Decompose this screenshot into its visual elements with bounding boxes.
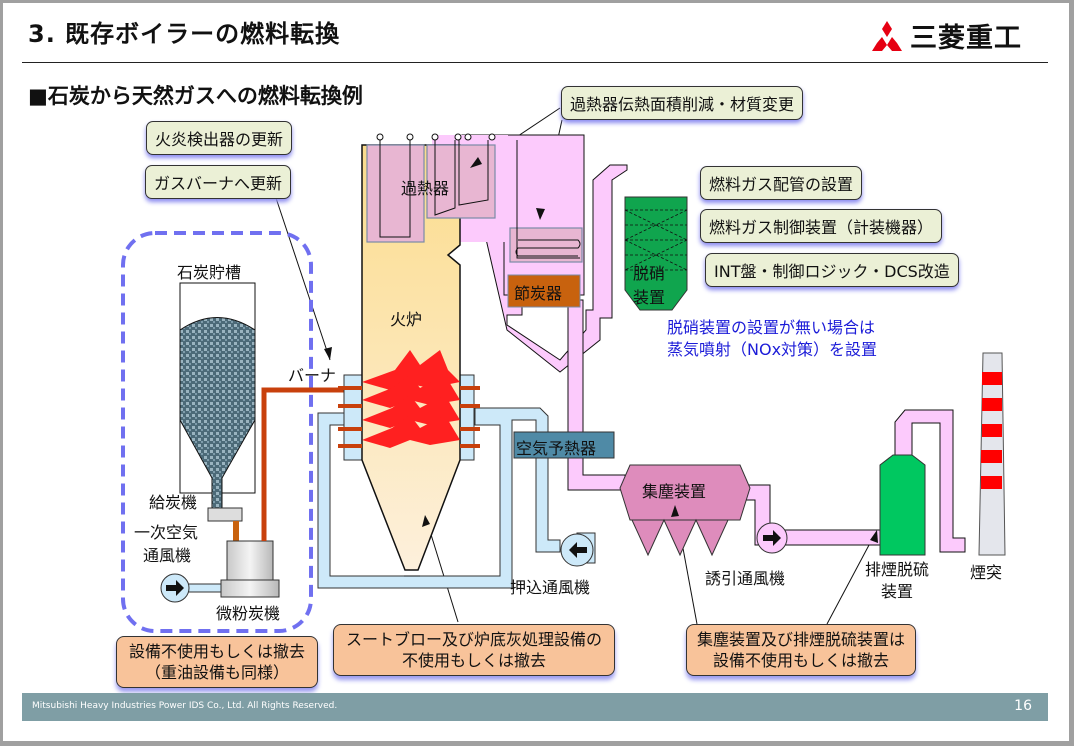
label-denox-line-1: 脱硝 (633, 264, 666, 283)
arrow-right-icon (763, 530, 781, 546)
label-economizer: 節炭器 (514, 284, 563, 303)
logo-text: 三菱重工 (910, 23, 1022, 54)
label-fgd: 排煙脱硫 装置 (865, 559, 929, 603)
economizer (507, 274, 581, 308)
label-furnace: 火炉 (390, 310, 423, 329)
denox-alternative-note: 脱硝装置の設置が無い場合は 蒸気噴射（NOx対策）を設置 (667, 317, 877, 361)
label-forced-draft-fan: 押込通風機 (510, 578, 591, 597)
page-number: 16 (1014, 698, 1032, 714)
feeder-chute (233, 521, 239, 541)
page-title: 3. 既存ボイラーの燃料転換 (28, 20, 341, 48)
label-primary-air-fan-line-1: 一次空気 (134, 523, 199, 542)
forced-draft-fan (560, 532, 596, 567)
footer-bar: Mitsubishi Heavy Industries Power IDS Co… (22, 693, 1048, 721)
callout-fuel-gas-piping: 燃料ガス配管の設置 (700, 166, 863, 200)
callout-flame-detector: 火炎検出器の更新 (146, 121, 293, 155)
air-preheater (513, 431, 615, 459)
coal-bunker (179, 282, 256, 511)
note-dust-desulf-line-2: 設備不使用もしくは撤去 (712, 651, 889, 670)
callout-gas-burner: ガスバーナへ更新 (145, 165, 292, 199)
superheater-tubes (379, 140, 581, 259)
callout-superheater-change: 過熱器伝熱面積削減・材質変更 (561, 86, 804, 120)
label-stack: 煙突 (970, 563, 1003, 582)
copyright-text: Mitsubishi Heavy Industries Power IDS Co… (32, 701, 338, 711)
coal-pipe (261, 387, 355, 541)
induced-draft-fan (756, 522, 788, 554)
label-coal-bunker: 石炭貯槽 (177, 263, 242, 282)
arrow-right-icon (166, 580, 184, 596)
denox-note-line-1: 脱硝装置の設置が無い場合は (667, 318, 876, 337)
label-denox-line-2: 装置 (633, 288, 666, 307)
callout-int-panel: INT盤・制御ロジック・DCS改造 (705, 253, 959, 287)
pulverizer (220, 540, 280, 598)
stack (978, 352, 1006, 556)
label-superheater: 過熱器 (401, 179, 450, 198)
three-diamonds-icon (872, 20, 902, 51)
callout-fuel-gas-control: 燃料ガス制御装置（計装機器） (700, 209, 943, 243)
label-primary-air-fan-line-2: 通風機 (143, 546, 192, 565)
label-denox: 脱硝 装置 (633, 262, 665, 310)
burner-flames (362, 350, 460, 448)
note-dust-desulf: 集塵装置及び排煙脱硫装置は 設備不使用もしくは撤去 (686, 624, 916, 676)
note-sootblow-line-2: 不使用もしくは撤去 (401, 651, 546, 670)
label-fgd-line-2: 装置 (881, 582, 914, 601)
note-coal-equipment-line-2: （重油設備も同様） (144, 663, 289, 682)
superheater (366, 144, 583, 263)
note-dust-desulf-line-1: 集塵装置及び排煙脱硫装置は (696, 630, 905, 649)
fgd-unit (879, 454, 926, 556)
label-pulverizer: 微粉炭機 (216, 604, 281, 623)
burner-nozzles (338, 386, 480, 448)
header-divider (22, 62, 1048, 63)
denox-unit (624, 196, 688, 311)
label-induced-draft-fan: 誘引通風機 (705, 569, 786, 588)
label-air-preheater: 空気予熱器 (516, 439, 597, 458)
coal-feeder (207, 507, 243, 522)
coal-equipment-boundary (121, 231, 313, 633)
note-coal-equipment-line-1: 設備不使用もしくは撤去 (128, 642, 305, 661)
header-nozzles (376, 133, 496, 141)
arrow-left-icon (569, 542, 587, 558)
primary-air-fan (160, 573, 190, 603)
denox-note-line-2: 蒸気噴射（NOx対策）を設置 (667, 340, 878, 359)
label-burner: バーナ (288, 366, 337, 385)
note-sootblow-line-1: スートブロー及び炉底灰処理設備の (345, 630, 602, 649)
note-sootblow: スートブロー及び炉底灰処理設備の 不使用もしくは撤去 (333, 624, 615, 676)
label-primary-air-fan: 一次空気 通風機 (134, 521, 198, 567)
primary-air-duct (187, 583, 222, 593)
label-fgd-line-1: 排煙脱硫 (865, 560, 930, 579)
company-logo: 三菱重工 (870, 16, 1022, 55)
label-coal-feeder: 給炭機 (149, 493, 198, 512)
section-subtitle: ■石炭から天然ガスへの燃料転換例 (28, 84, 363, 108)
note-coal-equipment: 設備不使用もしくは撤去 （重油設備も同様） (116, 636, 318, 688)
leader-arrowheads (324, 157, 878, 543)
dust-collector (619, 464, 751, 557)
label-dust-collector: 集塵装置 (642, 482, 707, 501)
